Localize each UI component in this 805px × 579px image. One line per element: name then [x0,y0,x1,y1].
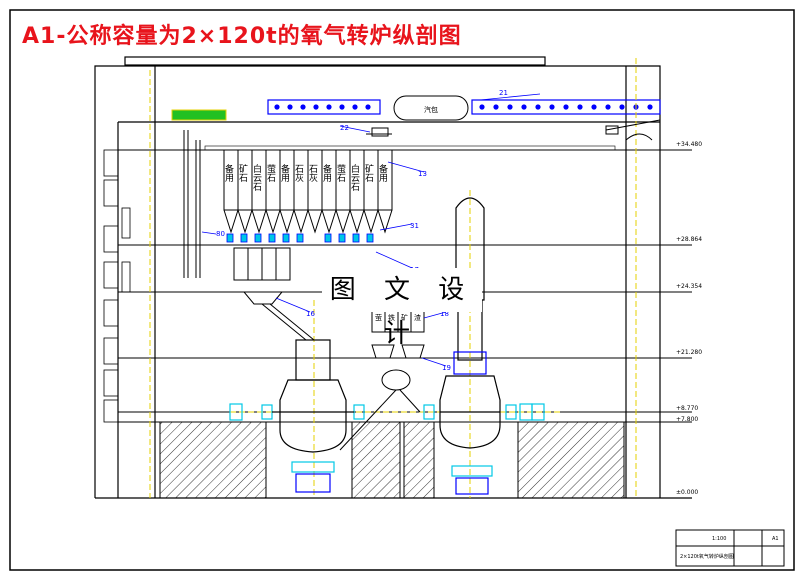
bin-right-6: 备用 [377,163,388,183]
small-bin-4: 渣 [414,313,421,322]
elev-5: +8.770 [676,405,698,412]
elevation-marks: +34.480 +28.864 +24.354 +21.280 +8.770 +… [676,141,702,496]
drawing-title: A1-公称容量为2×120t的氧气转炉纵剖图 [22,24,462,49]
small-bin-1: 萤 [375,313,382,322]
elev-2: +28.864 [676,236,702,243]
feeders [226,233,374,243]
drawing-border [9,9,795,571]
watermark-text: 图 文 设 计 [322,268,482,349]
leader-22: 22 [340,124,349,132]
steam-drum: 汽包 [393,95,469,121]
title-block [675,529,785,567]
title-block-name: 2×120t氧气转炉纵剖图 [680,553,734,560]
bins-right-labels: 石灰 备用 萤石 白云石 矿石 备用 [307,163,388,192]
elev-4: +21.280 [676,349,702,356]
small-bin-3: 矿 [401,313,408,322]
crane-left [267,99,381,115]
top-conveyors [366,119,661,141]
bin-left-4: 萤石 [265,163,276,183]
leader-16: 16 [306,310,315,318]
steam-drum-label: 汽包 [424,105,438,114]
bin-right-5: 矿石 [363,163,374,183]
elev-7: ±0.000 [676,489,698,496]
bin-left-5: 备用 [279,163,290,183]
bins-right [307,149,393,234]
converter-left [261,339,365,493]
bin-left-3: 白云石 [251,163,262,192]
crane-right [471,99,661,115]
top-platform [204,145,616,151]
small-bins-labels: 萤 铁 矿 渣 [375,313,421,322]
bin-right-4: 白云石 [349,163,360,192]
trunnion-supports [229,403,545,421]
leader-lines [201,93,541,367]
small-bins [339,309,425,451]
elev-1: +34.480 [676,141,702,148]
equipment-tag [171,109,227,121]
leader-31: 31 [410,222,419,230]
elev-3: +24.354 [676,283,702,290]
foundations [159,421,625,499]
leader-19: 19 [442,364,451,372]
bin-left-1: 备用 [223,163,234,183]
small-bin-2: 铁 [388,313,395,322]
left-stair-column [103,149,131,423]
title-block-scale: 1:100 [712,536,726,542]
bins-left-labels: 备用 矿石 白云石 萤石 备用 石灰 [223,163,304,192]
converter-right [423,197,517,495]
leader-18: 18 [440,310,449,318]
bin-left-2: 矿石 [237,163,248,183]
lance-pipes [183,130,201,278]
elev-6: +7.800 [676,416,698,423]
title-block-sheet: A1 [772,536,779,542]
bin-right-3: 萤石 [335,163,346,183]
bin-right-2: 备用 [321,163,332,183]
title-block-text: 1:100 2×120t氧气转炉纵剖图 A1 [680,536,779,560]
leader-80: 80 [216,230,225,238]
feed-chute [261,303,315,341]
leader-13: 13 [418,170,427,178]
bin-right-1: 石灰 [307,164,318,183]
leader-21: 21 [499,89,508,97]
bin-left-6: 石灰 [293,164,304,183]
